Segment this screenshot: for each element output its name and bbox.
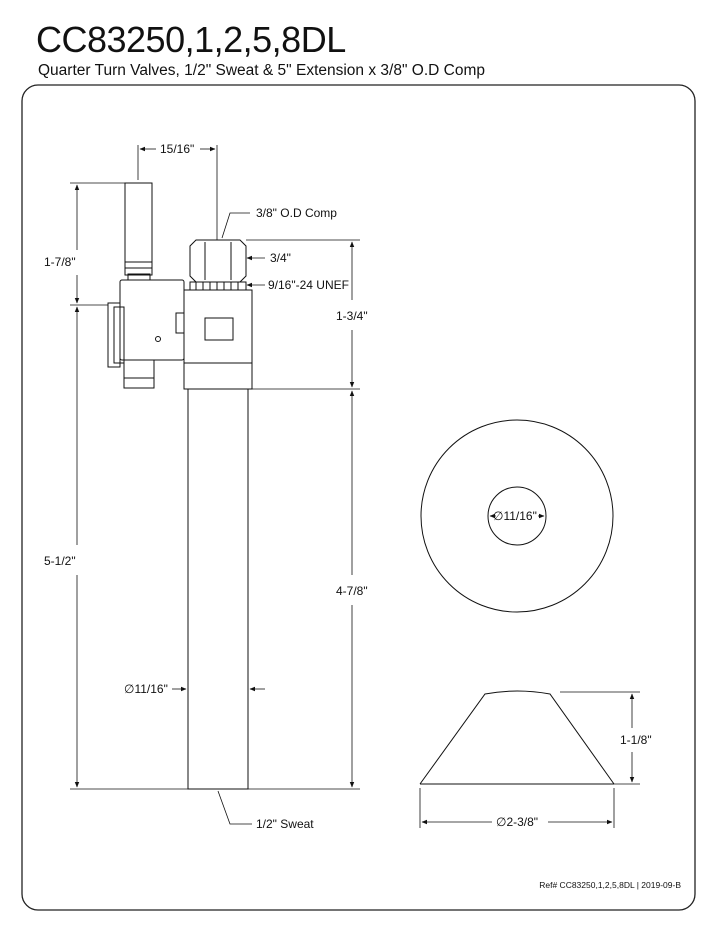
extension-tube <box>187 388 249 790</box>
dim-thread: 9/16"-24 UNEF <box>268 278 349 292</box>
valve-body <box>119 279 185 361</box>
drawing-border <box>21 84 696 911</box>
valve-outlet-body <box>183 289 253 364</box>
flange-side-view <box>419 690 615 785</box>
dim-height-tube-right: 4-7/8" <box>336 584 368 598</box>
supply-tube <box>124 182 153 276</box>
dim-tube-diameter: ∅11/16" <box>124 682 168 696</box>
dim-od-comp: 3/8" O.D Comp <box>256 206 337 220</box>
drawing-subtitle: Quarter Turn Valves, 1/2" Sweat & 5" Ext… <box>38 62 485 79</box>
drawing-title: CC83250,1,2,5,8DL <box>36 19 346 60</box>
dim-height-upper-left: 1-7/8" <box>44 255 76 269</box>
reference-footer: Ref# CC83250,1,2,5,8DL | 2019-09-B <box>539 880 681 890</box>
dim-flange-height: 1-1/8" <box>620 733 652 747</box>
dim-sweat: 1/2" Sweat <box>256 817 314 831</box>
dim-height-upper-right: 1-3/4" <box>336 309 368 323</box>
flange-top-view <box>420 419 614 613</box>
dim-width-top: 15/16" <box>160 142 194 156</box>
dim-nut-width: 3/4" <box>270 251 291 265</box>
dim-flange-hole: ∅11/16" <box>493 509 537 523</box>
valve-handle <box>107 302 121 368</box>
compression-nut <box>189 239 247 283</box>
dim-flange-diameter: ∅2-3/8" <box>496 815 538 829</box>
valve-assembly <box>107 182 253 790</box>
dim-height-total-left: 5-1/2" <box>44 554 76 568</box>
flange-outer-circle <box>420 419 614 613</box>
flange-inner-hole <box>487 486 547 546</box>
